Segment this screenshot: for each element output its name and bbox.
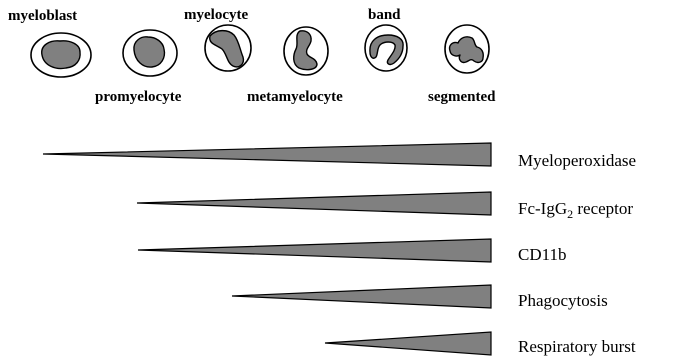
marker-label-myeloperoxidase: Myeloperoxidase	[518, 151, 636, 170]
wedge-respiratory-burst	[325, 332, 491, 355]
stage-label-metamyelocyte: metamyelocyte	[247, 89, 343, 105]
nucleus-myeloblast	[42, 41, 80, 69]
marker-label-cd11b: CD11b	[518, 245, 567, 264]
stage-label-segmented: segmented	[428, 89, 496, 105]
wedge-phagocytosis	[232, 285, 491, 308]
marker-label-respiratory-burst: Respiratory burst	[518, 337, 636, 356]
wedge-cd11b	[138, 239, 491, 262]
marker-label-fc-igg-text: Fc-IgG	[518, 199, 567, 218]
marker-label-phagocytosis: Phagocytosis	[518, 291, 608, 310]
marker-label-receptor-text: receptor	[573, 199, 633, 218]
cell-band	[365, 25, 407, 71]
cell-myelocyte	[205, 25, 251, 71]
stage-label-band: band	[368, 7, 401, 23]
wedge-myeloperoxidase	[43, 143, 491, 166]
stage-label-myelocyte: myelocyte	[184, 7, 248, 23]
cell-segmented	[445, 25, 489, 73]
cell-myeloblast	[31, 33, 91, 77]
stage-label-myeloblast: myeloblast	[8, 8, 77, 24]
cell-promyelocyte	[123, 30, 177, 76]
cell-metamyelocyte	[284, 27, 328, 75]
wedge-fc-igg2-receptor	[137, 192, 491, 215]
stage-label-promyelocyte: promyelocyte	[95, 89, 182, 105]
marker-label-fc-igg2-receptor: Fc-IgG2 receptor	[518, 199, 633, 221]
